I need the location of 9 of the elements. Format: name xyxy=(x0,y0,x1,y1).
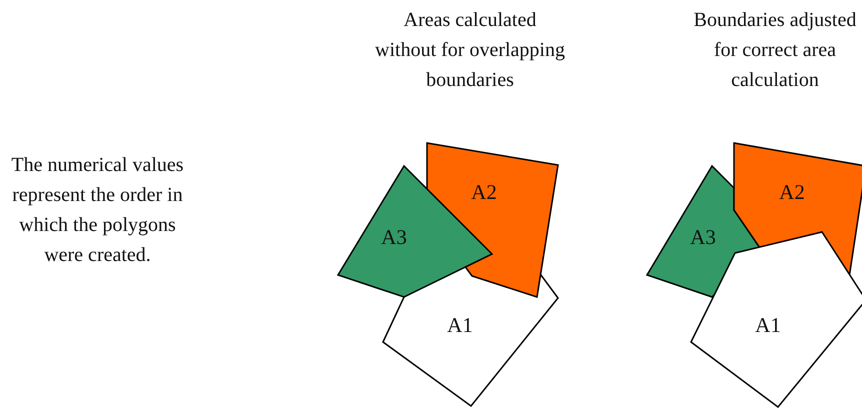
heading-text: Areas calculated without for overlapping boundaries xyxy=(375,8,565,93)
area-label: A1 xyxy=(755,313,781,337)
area-label: A2 xyxy=(779,180,805,204)
area-label: A3 xyxy=(381,225,407,249)
heading-text: Boundaries adjusted for correct area calculation xyxy=(692,8,858,93)
area-label: A1 xyxy=(447,313,473,337)
area-label: A2 xyxy=(471,180,497,204)
area-label: A3 xyxy=(690,225,716,249)
note-text: The numerical values represent the order in which the polygons were created. xyxy=(10,153,185,268)
